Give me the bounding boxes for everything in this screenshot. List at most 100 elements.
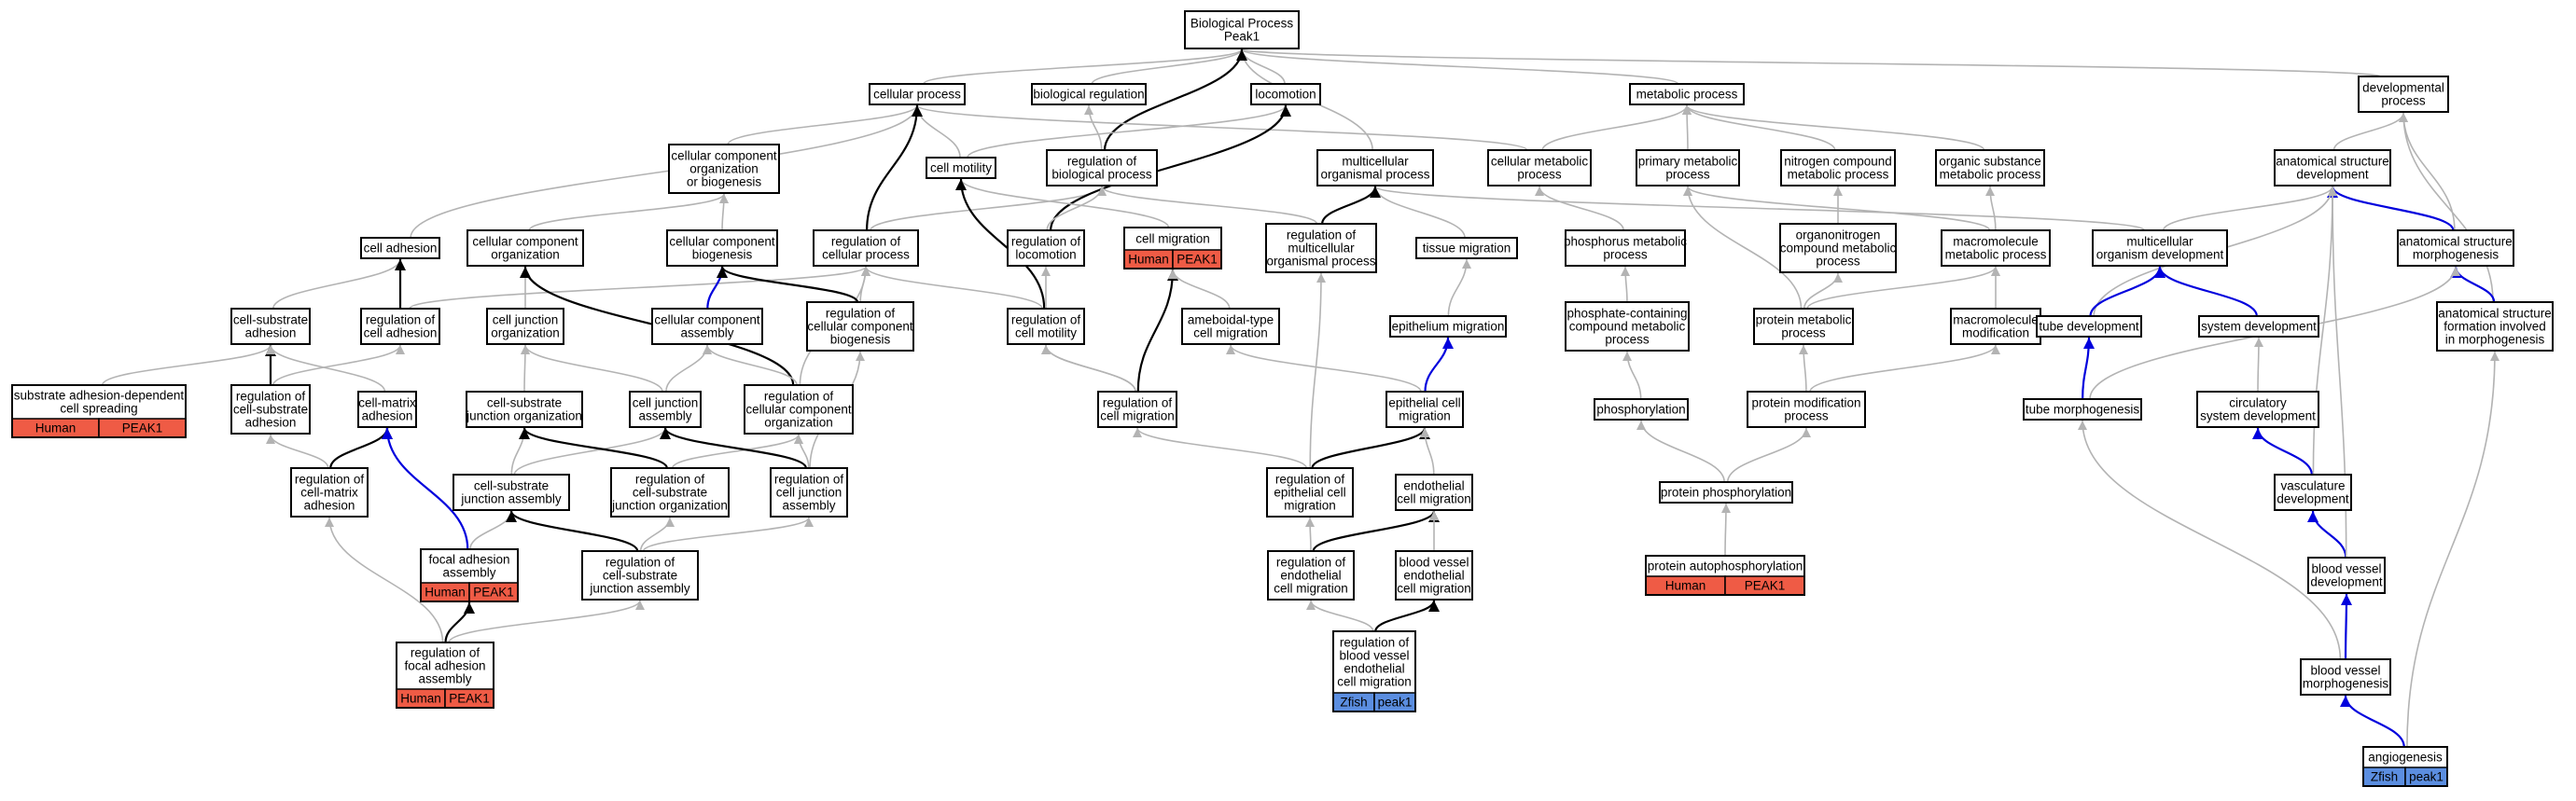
node-label: tube development [2039, 320, 2139, 334]
edge-blue [2089, 266, 2165, 317]
edge-gray [642, 517, 814, 552]
edge-blue [2307, 510, 2347, 559]
node-label: endothelial [1403, 569, 1464, 583]
edge-gray [861, 266, 1043, 310]
go-term-phosphorylation: phosphorylation [1594, 398, 1689, 421]
node-label: phosphate-containing [1566, 307, 1687, 321]
go-term-locomotion: locomotion [1250, 83, 1321, 105]
node-label: macromolecule [1953, 313, 2039, 327]
edge-gray [967, 104, 1290, 159]
node-label: cell migration [1100, 409, 1175, 423]
node-label: junction assembly [589, 582, 690, 596]
edge-gray [1133, 427, 1308, 469]
node-label: regulation of [295, 473, 365, 487]
node-label: cellular component [671, 149, 777, 163]
node-label: system development [2200, 409, 2316, 423]
node-box [1753, 308, 1854, 345]
node-outline [2362, 746, 2448, 787]
node-label: assembly [680, 326, 733, 340]
node-label: regulation of [1287, 228, 1357, 242]
edge-gray [2399, 112, 2494, 303]
node-label: process [2381, 94, 2426, 108]
node-label: regulation of [1103, 396, 1173, 410]
edge-gray [1683, 186, 1991, 231]
edge-gray [1720, 503, 1731, 557]
node-label: cell junction [493, 313, 559, 327]
edge-gray [520, 344, 530, 393]
node-label: endothelial [1344, 662, 1404, 676]
edge-gray [2406, 351, 2499, 748]
edge-gray [1806, 266, 2000, 310]
species-tag-label: peak1 [1378, 696, 1413, 710]
node-box [666, 229, 778, 267]
node-box [290, 467, 369, 518]
node-box [1941, 229, 2051, 267]
node-box [1266, 467, 1354, 518]
node-label: primary metabolic [1638, 155, 1738, 169]
node-label: multicellular [2126, 235, 2193, 249]
node-box [668, 144, 780, 194]
edge-gray [1985, 186, 1997, 231]
edge-gray [266, 434, 329, 469]
edge-gray [2162, 186, 2337, 231]
node-label: regulation of [1275, 473, 1345, 487]
node-box [581, 550, 699, 601]
edge-gray [325, 517, 444, 643]
edge-black [519, 427, 668, 469]
node-box [651, 308, 763, 345]
edge-black [506, 510, 639, 552]
node-box [1565, 301, 1690, 352]
node-box [1629, 83, 1745, 105]
node-label: cellular component [472, 235, 578, 249]
node-box [466, 229, 584, 267]
go-term-biological-regulation: biological regulation [1031, 83, 1147, 105]
node-label: regulation of [1011, 313, 1081, 327]
node-box [1316, 149, 1434, 186]
species-tag-label: Human [400, 692, 441, 706]
node-label: metabolic process [1945, 248, 2047, 262]
node-label: Peak1 [1224, 30, 1260, 44]
node-box [869, 83, 966, 105]
node-box [230, 384, 311, 435]
edge-gray [1309, 272, 1326, 469]
edge-gray [870, 186, 1107, 231]
node-box [2397, 229, 2514, 267]
node-label: cellular component [745, 403, 852, 417]
node-label: anatomical structure [2399, 235, 2513, 249]
go-term-epithelium-migration: epithelium migration [1389, 315, 1507, 338]
edge-gray [1682, 104, 1836, 151]
edge-blue [2252, 427, 2313, 476]
species-tag-label: PEAK1 [449, 692, 490, 706]
node-label: protein modification [1751, 396, 1860, 410]
node-box [610, 467, 730, 518]
node-box [466, 391, 583, 428]
edge-blue [1424, 337, 1454, 393]
node-label: cell migration [1274, 582, 1348, 596]
edge-gray [1041, 344, 1136, 393]
node-label: regulation of [826, 307, 896, 321]
go-term-protein-phosphorylation: protein phosphorylation [1659, 481, 1793, 504]
node-outline [1123, 227, 1222, 269]
go-term-cell-motility: cell motility [926, 157, 996, 179]
edge-gray [469, 510, 516, 550]
node-label: process [1605, 333, 1650, 347]
node-label: assembly [418, 672, 471, 686]
node-box [2023, 398, 2142, 421]
node-outline [420, 548, 519, 602]
edge-gray [1682, 104, 1692, 151]
